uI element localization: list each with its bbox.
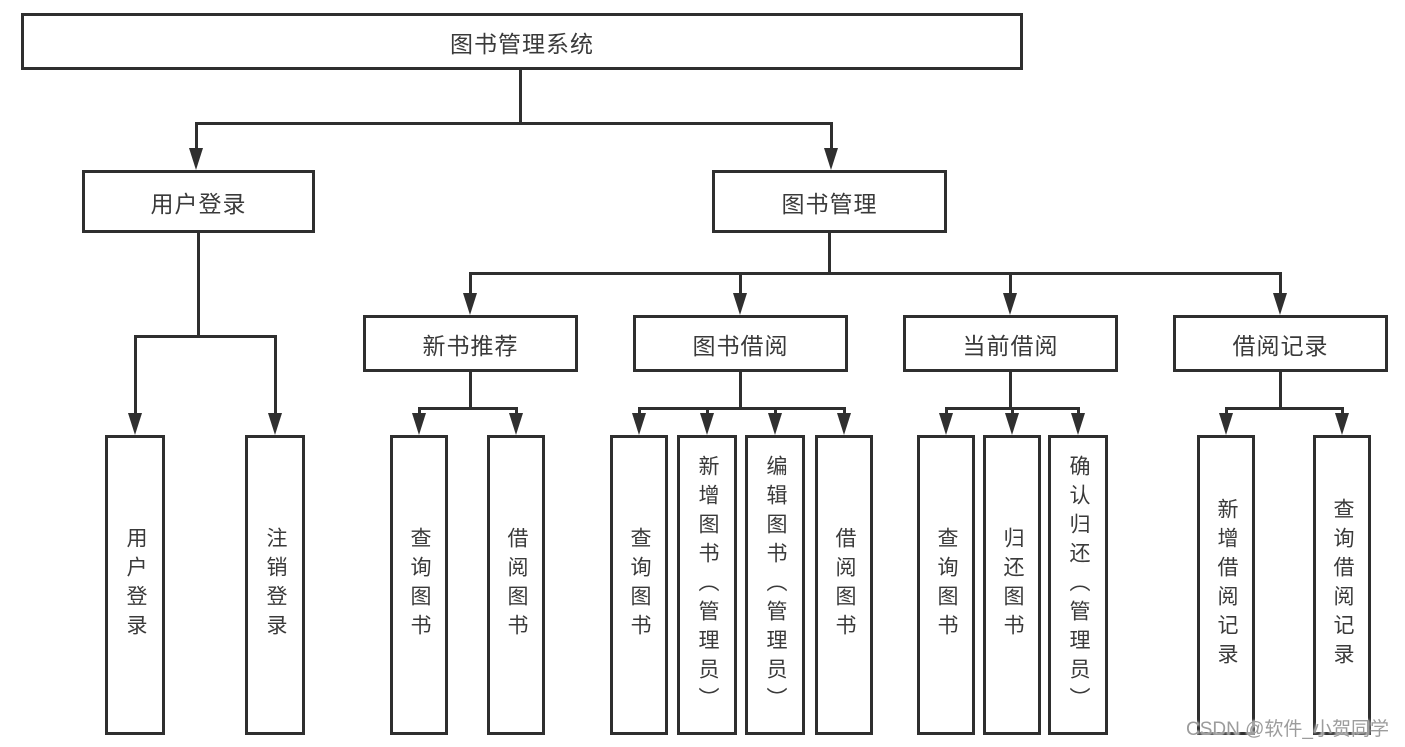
arrowhead-icon: [1273, 293, 1287, 315]
connector-drop: [1341, 407, 1344, 415]
arrowhead-icon: [463, 293, 477, 315]
node-label: 注销登录: [264, 527, 287, 643]
connector-level3-rail: [469, 272, 1282, 275]
node-label: 新增图书（管理员）: [696, 454, 719, 716]
node-library-system: 图书管理系统: [21, 13, 1023, 70]
node-label: 借阅图书: [505, 527, 528, 643]
connector-drop: [638, 407, 641, 415]
node-label: 新书推荐: [422, 332, 519, 359]
connector-drop: [1009, 272, 1012, 295]
arrowhead-icon: [837, 413, 851, 435]
node-label: 查询图书: [628, 527, 651, 643]
node-label: 查询借阅记录: [1331, 498, 1354, 672]
connector-user-login-drop: [195, 122, 198, 152]
arrowhead-icon: [700, 413, 714, 435]
connector-book-mgmt-drop: [830, 122, 833, 152]
connector-drop: [1077, 407, 1080, 415]
node-label: 查询图书: [935, 527, 958, 643]
node-book-borrow: 图书借阅: [633, 315, 848, 372]
arrowhead-icon: [1335, 413, 1349, 435]
arrowhead-icon: [1219, 413, 1233, 435]
csdn-watermark: CSDN @软件_小贺同学: [1186, 719, 1389, 740]
connector-drop: [1011, 407, 1014, 415]
arrowhead-icon: [1005, 413, 1019, 435]
node-label: 借阅记录: [1232, 332, 1329, 359]
node-user-login: 用户登录: [82, 170, 315, 233]
node-borrow-records: 借阅记录: [1173, 315, 1388, 372]
arrowhead-icon: [128, 413, 142, 435]
node-borrow-book-1: 借阅图书: [487, 435, 545, 735]
node-query-book-2: 查询图书: [610, 435, 668, 735]
arrowhead-icon: [632, 413, 646, 435]
arrowhead-icon: [412, 413, 426, 435]
node-label: 确认归还（管理员）: [1067, 454, 1090, 716]
arrowhead-icon: [768, 413, 782, 435]
arrowhead-icon: [733, 293, 747, 315]
node-label: 图书借阅: [692, 332, 789, 359]
node-new-book-recommend: 新书推荐: [363, 315, 578, 372]
arrowhead-icon: [824, 148, 838, 170]
connector-borrow-records-stem: [1279, 372, 1282, 407]
connector-drop: [1279, 272, 1282, 295]
node-query-book-1: 查询图书: [390, 435, 448, 735]
node-add-book-admin: 新增图书（管理员）: [677, 435, 737, 735]
connector-drop: [706, 407, 709, 415]
arrowhead-icon: [1071, 413, 1085, 435]
node-label: 用户登录: [150, 190, 247, 217]
arrowhead-icon: [509, 413, 523, 435]
arrowhead-icon: [189, 148, 203, 170]
connector-borrow-records-rail: [1225, 407, 1344, 410]
node-label: 图书管理系统: [450, 30, 594, 57]
connector-current-borrow-stem: [1009, 372, 1012, 407]
arrowhead-icon: [268, 413, 282, 435]
connector-new-book-stem: [469, 372, 472, 407]
node-label: 当前借阅: [962, 332, 1059, 359]
connector-drop: [945, 407, 948, 415]
node-borrow-book-2: 借阅图书: [815, 435, 873, 735]
node-return-book: 归还图书: [983, 435, 1041, 735]
connector-drop: [774, 407, 777, 415]
connector-drop: [469, 272, 472, 295]
connector-user-login-stem: [197, 233, 200, 335]
node-query-book-3: 查询图书: [917, 435, 975, 735]
arrowhead-icon: [939, 413, 953, 435]
arrowhead-icon: [1003, 293, 1017, 315]
node-label: 用户登录: [124, 527, 147, 643]
connector-book-borrow-rail: [638, 407, 846, 410]
node-logout: 注销登录: [245, 435, 305, 735]
connector-drop: [843, 407, 846, 415]
connector-book-mgmt-stem: [828, 233, 831, 272]
connector-user-login-rail: [134, 335, 277, 338]
node-edit-book-admin: 编辑图书（管理员）: [745, 435, 805, 735]
node-label: 查询图书: [408, 527, 431, 643]
connector-drop: [274, 335, 277, 415]
node-label: 借阅图书: [833, 527, 856, 643]
connector-drop: [739, 272, 742, 295]
node-confirm-return-admin: 确认归还（管理员）: [1048, 435, 1108, 735]
node-label: 归还图书: [1001, 527, 1024, 643]
node-label: 编辑图书（管理员）: [764, 454, 787, 716]
node-current-borrow: 当前借阅: [903, 315, 1118, 372]
connector-root-stem: [519, 70, 522, 122]
node-add-borrow-record: 新增借阅记录: [1197, 435, 1255, 735]
connector-level2-rail: [195, 122, 833, 125]
connector-drop: [1225, 407, 1228, 415]
node-book-management: 图书管理: [712, 170, 947, 233]
node-label: 图书管理: [781, 190, 878, 217]
connector-book-borrow-stem: [739, 372, 742, 407]
node-label: 新增借阅记录: [1215, 498, 1238, 672]
connector-drop: [418, 407, 421, 415]
connector-new-book-rail: [418, 407, 518, 410]
connector-drop: [515, 407, 518, 415]
connector-drop: [134, 335, 137, 415]
node-user-login-leaf: 用户登录: [105, 435, 165, 735]
node-query-borrow-record: 查询借阅记录: [1313, 435, 1371, 735]
